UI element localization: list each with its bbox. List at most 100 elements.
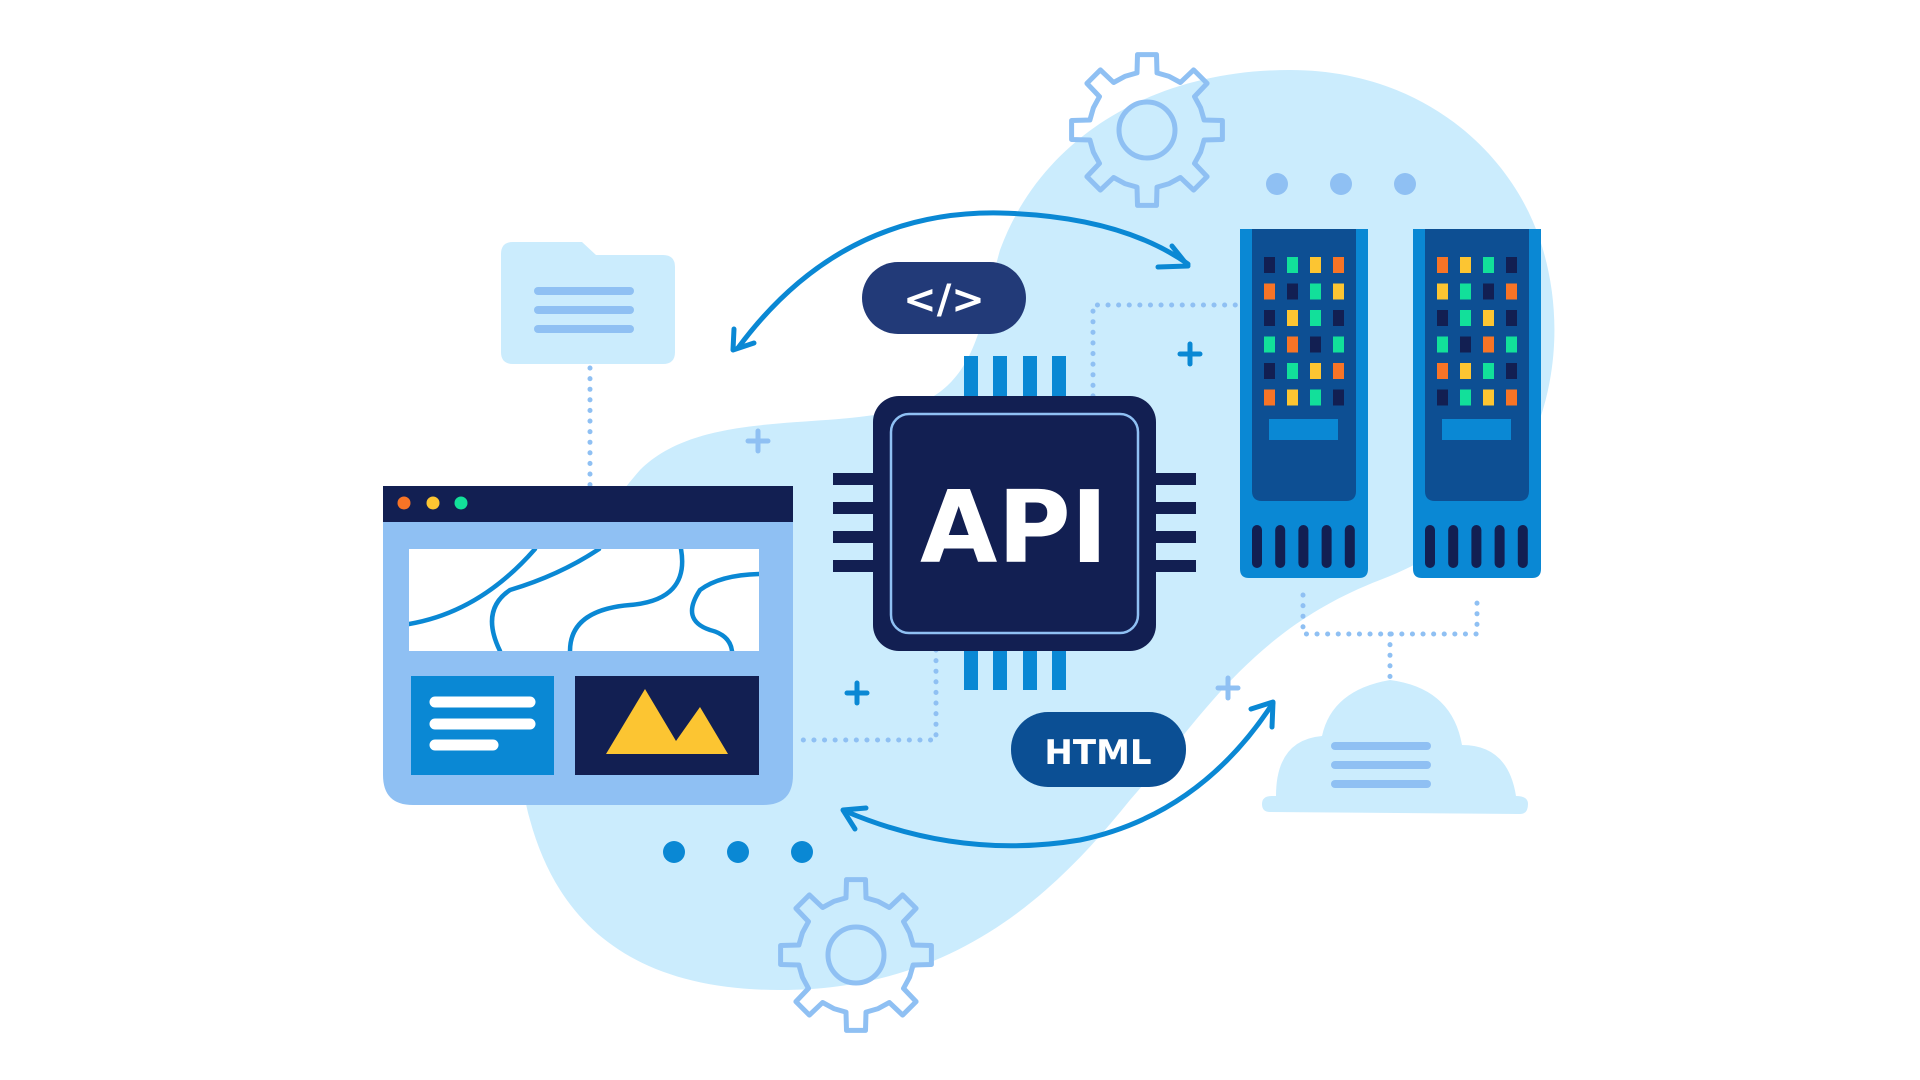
server-led <box>1333 363 1344 379</box>
server-led <box>1287 310 1298 326</box>
browser-titlebar <box>383 486 793 522</box>
server-led <box>1264 257 1275 273</box>
server-led <box>1333 310 1344 326</box>
arrow-bottom-head-right <box>1248 699 1276 730</box>
server-led <box>1506 257 1517 273</box>
chip-pins-left <box>833 473 877 572</box>
dots-top <box>1266 173 1416 195</box>
server-led <box>1483 363 1494 379</box>
server-vent <box>1448 525 1459 568</box>
map-panel <box>409 549 759 651</box>
mountain-icon <box>606 689 728 754</box>
server-rack-icon <box>1240 229 1368 578</box>
server-led <box>1264 283 1275 300</box>
gear-icon <box>1069 52 1225 208</box>
chip-pins-top <box>964 356 1066 398</box>
server-led <box>1483 257 1494 273</box>
server-led <box>1264 363 1275 379</box>
server-display <box>1442 419 1511 440</box>
chip-label: API <box>920 469 1108 586</box>
server-led <box>1287 283 1298 300</box>
image-panel <box>575 676 759 775</box>
server-vent <box>1517 525 1528 568</box>
server-led <box>1310 363 1321 379</box>
server-led <box>1460 310 1471 326</box>
html-badge-label: HTML <box>1044 733 1151 773</box>
connector-servers-cloud <box>1300 592 1480 691</box>
server-led <box>1333 389 1344 406</box>
server-vent <box>1298 525 1309 568</box>
server-led <box>1437 257 1448 273</box>
server-led <box>1437 363 1448 379</box>
server-led <box>1287 363 1298 379</box>
maximize-dot-icon <box>454 496 468 510</box>
plus-icon <box>745 428 771 454</box>
plus-icon <box>844 680 870 706</box>
connector-chip-server <box>1090 302 1243 399</box>
server-led <box>1460 363 1471 379</box>
plus-icon <box>1177 341 1203 367</box>
server-vent <box>1321 525 1332 568</box>
server-led <box>1460 283 1471 300</box>
server-led <box>1287 336 1298 353</box>
server-led <box>1333 257 1344 273</box>
browser-window <box>383 486 793 805</box>
server-led <box>1333 336 1344 353</box>
server-led <box>1264 389 1275 406</box>
server-led <box>1310 389 1321 406</box>
server-led <box>1437 310 1448 326</box>
server-vent <box>1275 525 1286 568</box>
server-vent <box>1471 525 1482 568</box>
server-led <box>1264 310 1275 326</box>
chip-pins-right <box>1152 473 1196 572</box>
server-led <box>1483 283 1494 300</box>
html-badge: HTML <box>1011 712 1186 787</box>
server-vent <box>1494 525 1505 568</box>
gear-icon <box>778 877 934 1033</box>
server-led <box>1333 283 1344 300</box>
server-led <box>1264 336 1275 353</box>
server-led <box>1483 310 1494 326</box>
arrow-bottom-curve <box>842 700 1276 849</box>
arrow-top-head-left <box>730 326 757 353</box>
connector-chip-browser <box>790 647 939 743</box>
server-led <box>1310 283 1321 300</box>
minimize-dot-icon <box>426 496 440 510</box>
server-led <box>1506 336 1517 353</box>
server-rack-icon <box>1413 229 1541 578</box>
server-led <box>1506 389 1517 406</box>
api-chip: API <box>833 356 1196 690</box>
arrow-top-head-right <box>1155 243 1191 270</box>
dotted-connectors <box>587 302 1480 743</box>
cloud-icon <box>1262 680 1528 814</box>
server-led <box>1460 389 1471 406</box>
server-led <box>1287 257 1298 273</box>
server-led <box>1287 389 1298 406</box>
server-led <box>1506 310 1517 326</box>
server-vent <box>1425 525 1435 568</box>
server-led <box>1310 257 1321 273</box>
server-led <box>1437 336 1448 353</box>
server-display <box>1269 419 1338 440</box>
dots-bottom <box>663 841 813 863</box>
server-vent <box>1344 525 1355 568</box>
code-badge-label: </> <box>903 277 985 323</box>
close-dot-icon <box>397 496 411 510</box>
server-led <box>1506 363 1517 379</box>
server-led <box>1437 283 1448 300</box>
servers <box>1240 229 1541 578</box>
server-led <box>1460 336 1471 353</box>
code-badge: </> <box>862 262 1026 334</box>
arrow-bottom-head-left <box>840 805 869 832</box>
server-led <box>1506 283 1517 300</box>
server-vent <box>1252 525 1262 568</box>
server-led <box>1310 310 1321 326</box>
folder-icon <box>501 242 675 364</box>
arrows <box>730 210 1276 849</box>
plus-decorations <box>745 341 1241 706</box>
server-led <box>1310 336 1321 353</box>
arrow-top-curve <box>735 210 1191 351</box>
plus-icon <box>1215 675 1241 701</box>
chip-pins-bottom <box>964 648 1066 690</box>
